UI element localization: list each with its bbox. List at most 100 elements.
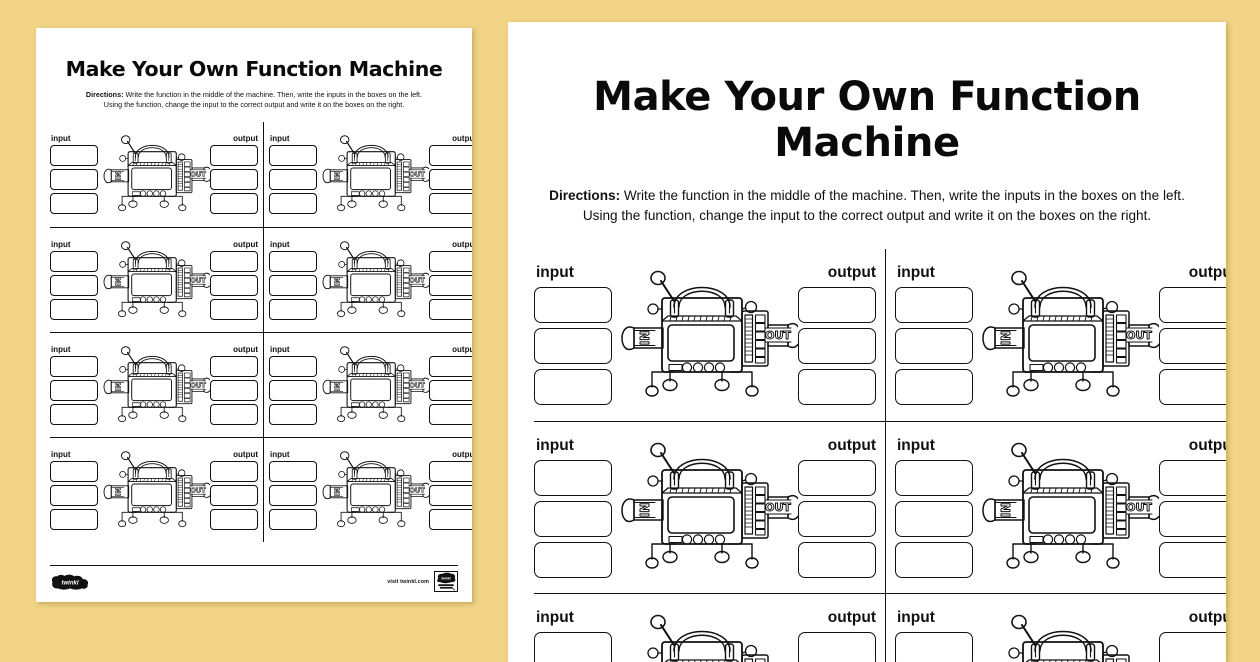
output-column: output — [1159, 609, 1226, 662]
input-answer-box[interactable] — [269, 460, 317, 482]
function-machine-illustration: IN OUT — [103, 346, 210, 423]
output-answer-box[interactable] — [1159, 459, 1226, 496]
input-answer-box[interactable] — [269, 355, 317, 377]
input-answer-box[interactable] — [534, 369, 612, 406]
worksheet-page-thumbnail[interactable]: Make Your Own Function Machine Direction… — [36, 28, 472, 602]
input-label: input — [897, 608, 935, 626]
output-answer-box[interactable] — [210, 379, 258, 401]
output-answer-box[interactable] — [798, 287, 876, 324]
output-answer-box[interactable] — [429, 460, 472, 482]
output-answer-box[interactable] — [429, 379, 472, 401]
input-answer-box[interactable] — [534, 287, 612, 324]
input-answer-box[interactable] — [50, 379, 98, 401]
output-answer-box[interactable] — [1159, 631, 1226, 662]
output-column: output — [210, 134, 258, 215]
output-answer-box[interactable] — [1159, 541, 1226, 578]
input-answer-box[interactable] — [534, 328, 612, 365]
input-answer-box[interactable] — [895, 459, 973, 496]
input-answer-box[interactable] — [269, 403, 317, 425]
output-answer-box[interactable] — [798, 500, 876, 537]
output-answer-box[interactable] — [429, 508, 472, 530]
worksheet-page-zoomed[interactable]: Make Your Own Function Machine Direction… — [508, 22, 1226, 662]
input-answer-box[interactable] — [269, 298, 317, 320]
input-answer-box[interactable] — [50, 403, 98, 425]
input-answer-box[interactable] — [895, 500, 973, 537]
input-answer-box[interactable] — [895, 287, 973, 324]
function-machine: IN OUT — [973, 422, 1159, 593]
output-answer-box[interactable] — [1159, 328, 1226, 365]
output-answer-box[interactable] — [210, 484, 258, 506]
output-answer-box[interactable] — [429, 274, 472, 296]
input-answer-box[interactable] — [50, 484, 98, 506]
output-answer-box[interactable] — [798, 631, 876, 662]
function-machine: IN OUT — [317, 122, 429, 227]
input-answer-box[interactable] — [50, 298, 98, 320]
input-answer-box[interactable] — [895, 541, 973, 578]
input-label: input — [897, 436, 935, 454]
input-answer-box[interactable] — [269, 250, 317, 272]
input-answer-box[interactable] — [269, 508, 317, 530]
visit-twinkl-text[interactable]: visit twinkl.com — [387, 578, 429, 585]
output-answer-box[interactable] — [429, 298, 472, 320]
input-column: input — [269, 134, 317, 215]
output-answer-box[interactable] — [1159, 369, 1226, 406]
output-answer-box[interactable] — [429, 250, 472, 272]
input-answer-box[interactable] — [50, 169, 98, 191]
output-answer-box[interactable] — [210, 169, 258, 191]
output-answer-box[interactable] — [210, 298, 258, 320]
output-answer-box[interactable] — [429, 169, 472, 191]
output-answer-box[interactable] — [1159, 500, 1226, 537]
output-answer-box[interactable] — [429, 403, 472, 425]
input-answer-box[interactable] — [895, 631, 973, 662]
input-answer-box[interactable] — [534, 500, 612, 537]
function-machine: IN OUT — [612, 422, 798, 593]
output-answer-box[interactable] — [798, 369, 876, 406]
output-column: output — [210, 240, 258, 320]
input-answer-box[interactable] — [50, 274, 98, 296]
input-answer-box[interactable] — [50, 508, 98, 530]
input-answer-box[interactable] — [50, 460, 98, 482]
input-answer-box[interactable] — [269, 193, 317, 215]
output-answer-box[interactable] — [210, 274, 258, 296]
input-answer-box[interactable] — [895, 369, 973, 406]
output-answer-box[interactable] — [210, 460, 258, 482]
input-answer-box[interactable] — [50, 250, 98, 272]
machine-cell: input — [264, 436, 472, 542]
machine-cell: input — [534, 420, 886, 593]
output-answer-box[interactable] — [798, 541, 876, 578]
input-answer-box[interactable] — [269, 169, 317, 191]
output-answer-box[interactable] — [429, 145, 472, 167]
input-column: input — [50, 134, 98, 215]
input-answer-box[interactable] — [895, 328, 973, 365]
output-column: output — [210, 345, 258, 425]
output-answer-box[interactable] — [798, 459, 876, 496]
input-answer-box[interactable] — [269, 274, 317, 296]
output-answer-box[interactable] — [210, 250, 258, 272]
input-answer-box[interactable] — [269, 145, 317, 167]
input-answer-box[interactable] — [269, 484, 317, 506]
output-answer-box[interactable] — [429, 193, 472, 215]
function-machine: IN OUT — [98, 228, 210, 332]
twinkl-badge-icon: twinkl — [434, 571, 458, 592]
output-answer-box[interactable] — [210, 145, 258, 167]
output-answer-box[interactable] — [210, 355, 258, 377]
output-answer-box[interactable] — [1159, 287, 1226, 324]
input-answer-box[interactable] — [50, 193, 98, 215]
output-answer-box[interactable] — [798, 328, 876, 365]
machine-cell: input — [886, 592, 1226, 662]
input-column: input — [534, 437, 612, 578]
output-answer-box[interactable] — [210, 508, 258, 530]
input-answer-box[interactable] — [534, 459, 612, 496]
output-answer-box[interactable] — [429, 484, 472, 506]
input-answer-box[interactable] — [50, 145, 98, 167]
output-answer-box[interactable] — [429, 355, 472, 377]
svg-text:twinkl: twinkl — [61, 580, 78, 586]
output-answer-box[interactable] — [210, 193, 258, 215]
input-answer-box[interactable] — [534, 631, 612, 662]
svg-text:IN: IN — [332, 487, 341, 496]
input-answer-box[interactable] — [50, 355, 98, 377]
output-answer-box[interactable] — [210, 403, 258, 425]
input-answer-box[interactable] — [269, 379, 317, 401]
input-answer-box[interactable] — [534, 541, 612, 578]
output-label: output — [233, 239, 258, 249]
